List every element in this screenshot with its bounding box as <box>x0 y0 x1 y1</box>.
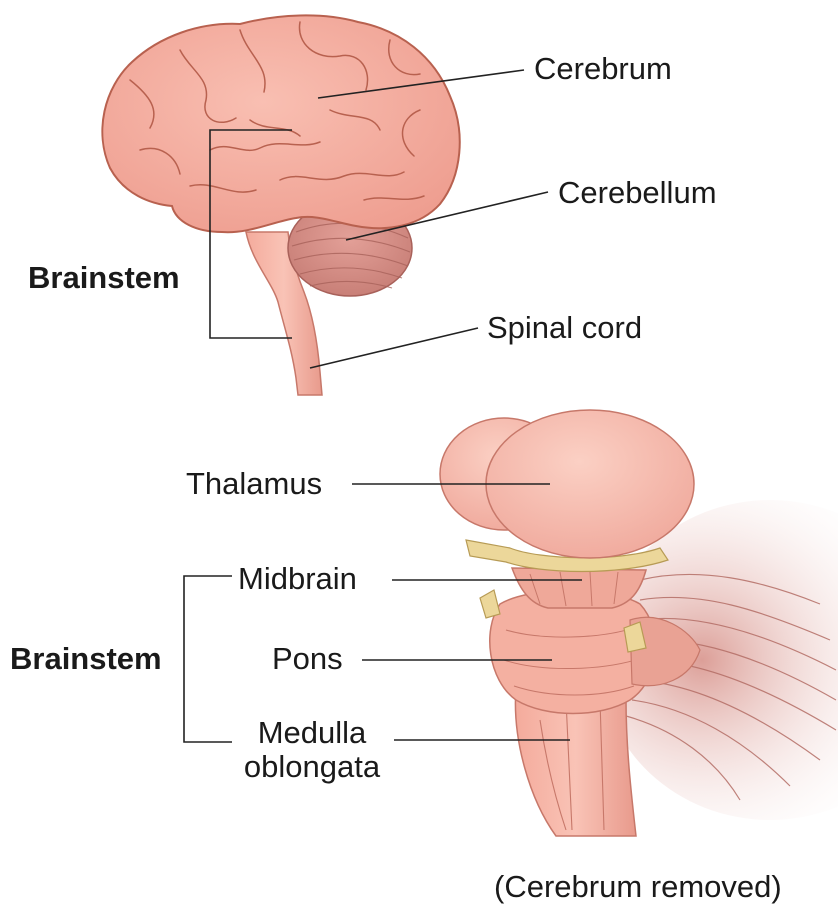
thalamus-label: Thalamus <box>186 467 322 501</box>
bottom-brainstem-illustration <box>440 410 838 836</box>
spinal-cord-label: Spinal cord <box>487 311 642 345</box>
bottom-brainstem-label: Brainstem <box>10 642 162 676</box>
cerebrum-shape <box>102 15 459 232</box>
medulla-label-line1: Medulla <box>232 716 392 750</box>
spinal-cord-leader-line <box>310 328 478 368</box>
cerebrum-label: Cerebrum <box>534 52 672 86</box>
cerebellum-label: Cerebellum <box>558 176 717 210</box>
caption: (Cerebrum removed) <box>494 870 782 904</box>
top-brainstem-label: Brainstem <box>28 261 180 295</box>
medulla-label-line2: oblongata <box>232 750 392 784</box>
pons-label: Pons <box>272 642 343 676</box>
midbrain-label: Midbrain <box>238 562 357 596</box>
bottom-brainstem-bracket <box>184 576 232 742</box>
